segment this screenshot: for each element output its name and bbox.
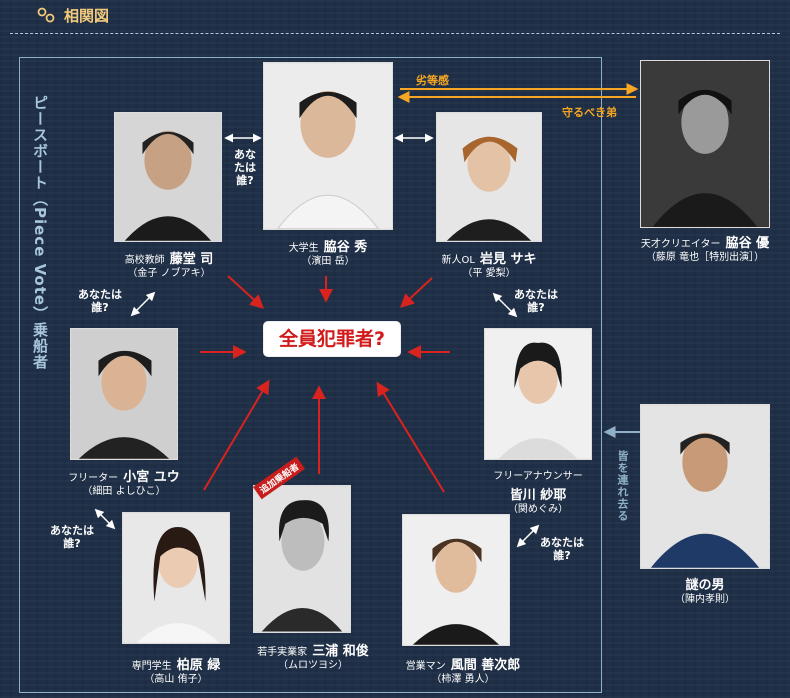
portrait-icon (485, 329, 591, 459)
portrait-icon (71, 329, 177, 459)
caption-komiya: フリーター 小宮 ユウ （細田 よしひこ） (68, 470, 180, 498)
portrait-icon (264, 63, 392, 229)
portrait-icon (254, 486, 350, 632)
caption-minagawa: フリーアナウンサー皆川 紗耶 （関めぐみ） (493, 471, 583, 516)
label-who-3: あなたは誰? (514, 288, 558, 315)
section-header: 相関図 (36, 5, 109, 26)
caption-wakiya-yu: 天才クリエイター 脇谷 優 （藤原 竜也［特別出演］） (640, 236, 770, 264)
caption-todo: 高校教師 藤堂 司 （金子 ノブアキ） (124, 252, 214, 280)
portrait-icon (403, 515, 509, 645)
caption-miura: 若手実業家 三浦 和俊 （ムロツヨシ） (257, 644, 369, 672)
page-title: 相関図 (64, 7, 110, 25)
passenger-frame (19, 57, 602, 693)
photo-wakiya-shu (263, 62, 393, 230)
portrait-icon (437, 113, 541, 241)
label-who-2: あなたは誰? (78, 288, 122, 315)
caption-kashiwabara: 専門学生 柏原 緑 （高山 侑子） (131, 658, 221, 686)
photo-kazama (402, 514, 510, 646)
label-take-away: 皆を連れ去る (616, 450, 629, 522)
center-label: 全員犯罪者? (264, 322, 400, 356)
photo-komiya (70, 328, 178, 460)
label-protect-brother: 守るべき弟 (562, 106, 617, 119)
portrait-icon (123, 513, 229, 643)
label-inferiority: 劣等感 (416, 74, 449, 87)
photo-minagawa (484, 328, 592, 460)
photo-todo (114, 112, 222, 242)
portrait-icon (641, 61, 769, 227)
portrait-icon (115, 113, 221, 241)
header-divider (10, 33, 780, 34)
label-who-5: あなたは誰? (540, 536, 584, 563)
photo-iwami (436, 112, 542, 242)
people-icon (37, 7, 55, 22)
caption-iwami: 新人OL 岩見 サキ （平 愛梨） (441, 252, 537, 280)
label-who-4: あなたは誰? (50, 524, 94, 551)
photo-kashiwabara (122, 512, 230, 644)
caption-wakiya-shu: 大学生 脇谷 秀 （濱田 岳） (288, 240, 368, 268)
label-who-1: あなたは誰? (234, 148, 256, 188)
passenger-frame-label: ピースボート（Piece Vote）乗船者 (31, 95, 49, 371)
portrait-icon (641, 405, 769, 568)
photo-miura (253, 485, 351, 633)
caption-kazama: 営業マン 風間 善次郎 （柿澤 勇人） (405, 658, 521, 686)
caption-nazo: 謎の男 （陣内孝則） (675, 578, 735, 606)
photo-wakiya-yu (640, 60, 770, 228)
photo-nazo (640, 404, 770, 569)
